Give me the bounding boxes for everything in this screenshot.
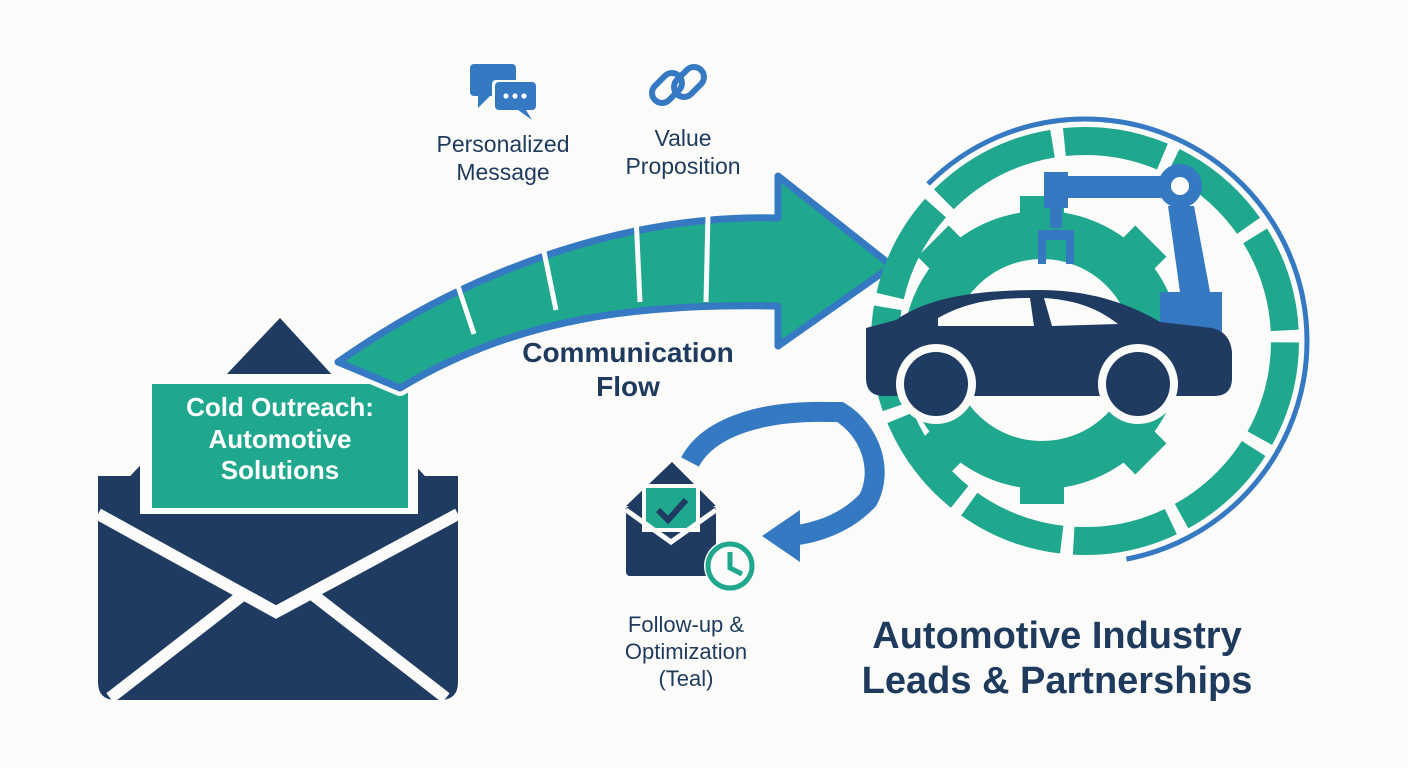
chat-bubble-tail: [518, 110, 532, 120]
robot-arm-icon: [1038, 164, 1222, 340]
communication-flow-label: Communication Flow: [522, 337, 734, 403]
robot-arm-upper: [1048, 176, 1178, 198]
car-icon: [866, 290, 1232, 424]
envelope-fold-top: [95, 508, 461, 619]
follow-up-label: Follow-up & Optimization (Teal): [624, 612, 748, 691]
chat-bubble-tail: [478, 96, 490, 108]
robot-arm-joint: [1044, 172, 1068, 208]
chain-link-icon: [649, 64, 707, 106]
chat-bubbles-icon: [470, 64, 536, 120]
outcome-title: Automotive Industry Leads & Partnerships: [861, 615, 1253, 702]
chat-dot: [521, 93, 527, 99]
car-window-rear: [1044, 298, 1118, 326]
car-wheel: [1106, 352, 1170, 416]
value-proposition-label: Value Proposition: [625, 125, 741, 180]
ring-outer-arc: [860, 116, 1310, 566]
outreach-card-label: Cold Outreach: Automotive Solutions: [186, 392, 374, 486]
robot-arm-wrist: [1050, 204, 1062, 228]
outreach-card: [152, 384, 408, 508]
chain-link: [671, 64, 707, 100]
envelope-icon: [95, 318, 461, 703]
feedback-arrow-head: [762, 510, 800, 562]
arrow-segment: [633, 215, 643, 303]
clock-face: [705, 541, 755, 591]
gear-tooth: [1107, 415, 1167, 475]
gear-tooth: [917, 225, 977, 285]
robot-shoulder-hub: [1171, 177, 1189, 195]
email-fold: [624, 507, 718, 546]
clock-icon: [704, 540, 756, 592]
gear-tooth: [1020, 464, 1064, 504]
envelope-fold-right: [308, 589, 450, 703]
arrow-segment: [703, 213, 711, 303]
gear-tooth: [917, 415, 977, 475]
gear-tooth: [1107, 225, 1167, 285]
arrow-segment: [447, 261, 477, 335]
arrow-body: [334, 172, 896, 392]
arrow-segment: [537, 231, 559, 311]
car-wheel: [904, 352, 968, 416]
envelope-fold-left: [106, 589, 248, 703]
robot-claw: [1038, 230, 1074, 264]
car-window-front: [938, 298, 1034, 326]
chat-dot: [512, 93, 518, 99]
feedback-arrow-path: [681, 401, 885, 546]
email-check-icon: [624, 462, 718, 576]
ring-segments: [871, 126, 1299, 555]
communication-arrow: [330, 168, 900, 396]
outcome-ring: [860, 116, 1310, 566]
clock-hands: [727, 552, 744, 577]
feedback-arrow: [681, 401, 885, 562]
chat-dot: [503, 93, 509, 99]
check-icon: [655, 497, 689, 525]
robot-arm-lower: [1168, 206, 1210, 292]
email-letter: [646, 488, 696, 528]
personalized-message-label: Personalized Message: [436, 131, 570, 186]
